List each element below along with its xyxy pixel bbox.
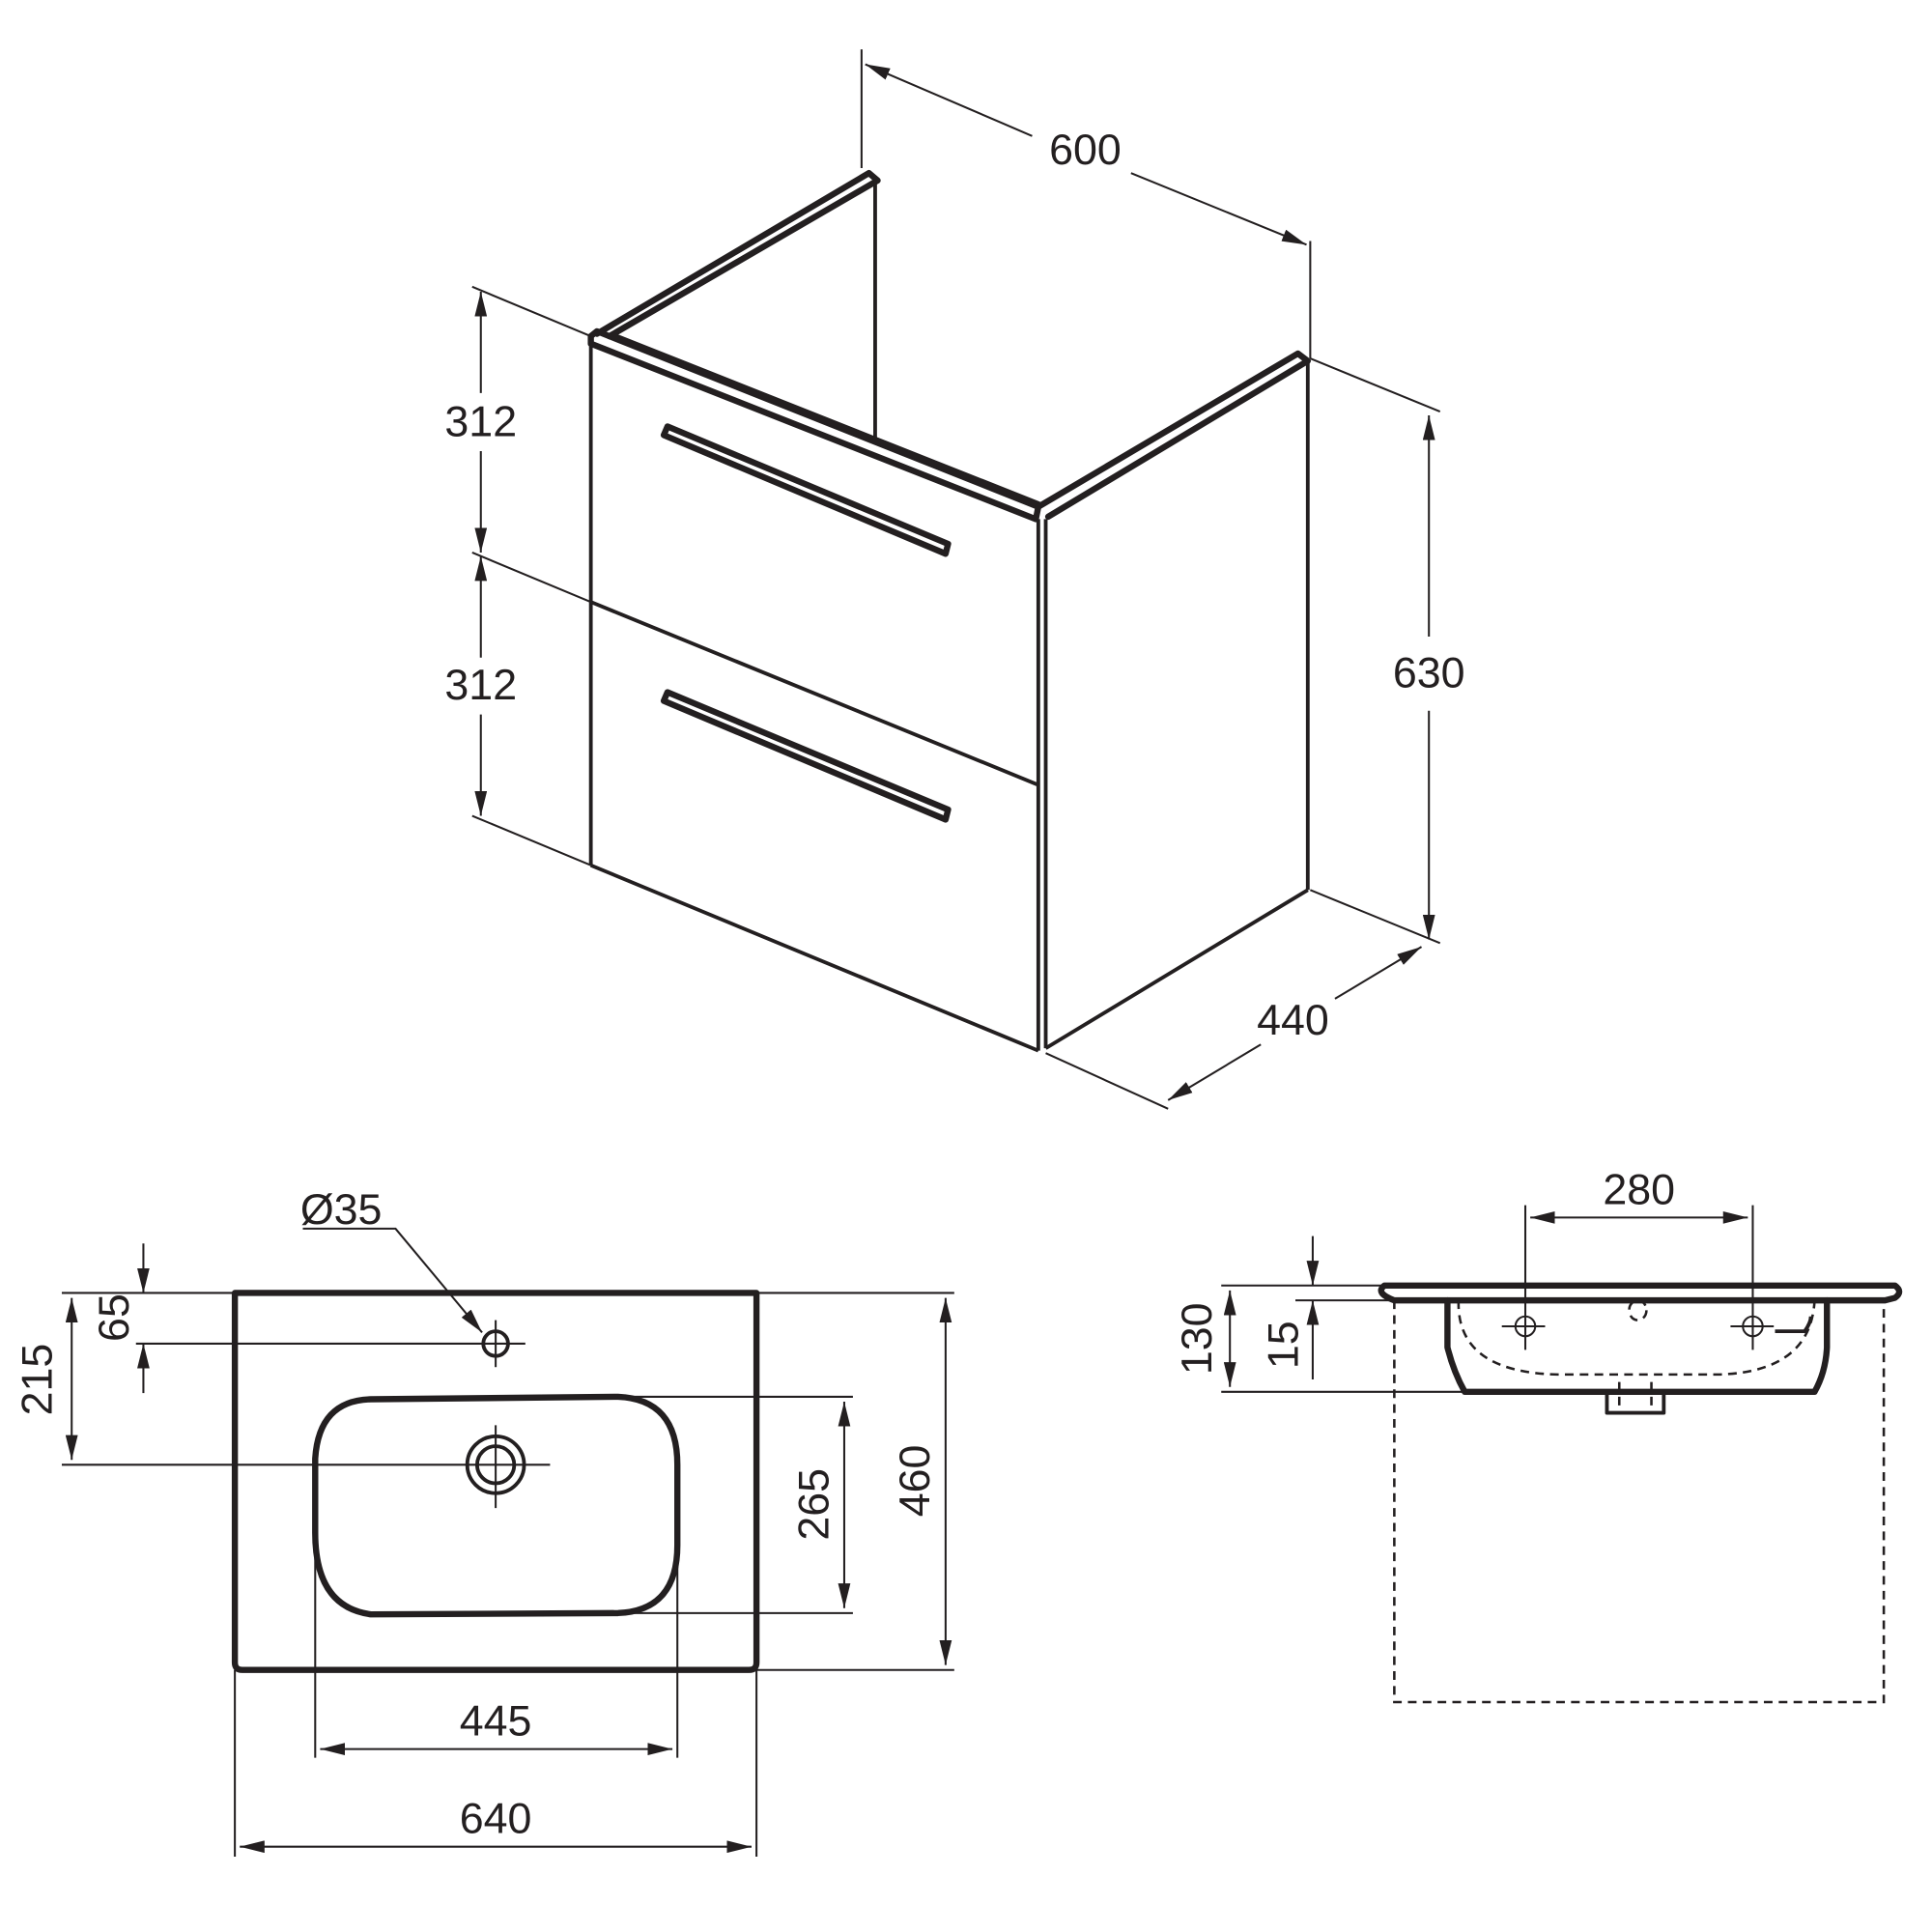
waste-offset-215-label: 215 — [14, 1344, 62, 1416]
overall-depth-460-label: 460 — [891, 1445, 939, 1518]
bowl-interior-hidden-line — [1457, 1300, 1816, 1377]
lower-drawer-handle — [660, 689, 952, 823]
basin-side-view-dimensions: 280 130 15 — [1173, 1165, 1754, 1393]
cabinet-outline-hidden — [1393, 1300, 1886, 1704]
depth-440-label: 440 — [1257, 996, 1329, 1044]
basin-rim — [1378, 1282, 1903, 1304]
basin-top-view-dimensions: Ø35 65 215 265 460 445 640 — [14, 1185, 954, 1857]
width-600-label: 600 — [1049, 126, 1122, 174]
height-630-label: 630 — [1393, 648, 1465, 696]
lower-drawer-312-label: 312 — [444, 661, 517, 709]
fixing-spacing-280-label: 280 — [1603, 1165, 1675, 1213]
basin-bowl — [312, 1393, 681, 1618]
tap-hole-offset-65-label: 65 — [90, 1293, 138, 1342]
waste-spigot — [1605, 1391, 1666, 1415]
basin-bowl-profile — [1444, 1296, 1831, 1396]
drawer-divider — [589, 600, 1039, 787]
cabinet-left-panel-top — [593, 169, 881, 340]
upper-drawer-handle — [660, 423, 952, 557]
cabinet-right-bottom-edge — [1044, 888, 1309, 1050]
rim-thickness-15-label: 15 — [1260, 1321, 1308, 1369]
bowl-depth-265-label: 265 — [789, 1468, 838, 1541]
tap-hole-diameter-label: Ø35 — [300, 1185, 383, 1234]
basin-top-view — [61, 1290, 760, 1673]
cabinet-dimensions: 600 312 312 630 440 — [444, 49, 1465, 1110]
cabinet-front-bottom-edge — [589, 863, 1039, 1053]
overflow-icon — [1628, 1298, 1648, 1321]
basin-outline — [231, 1290, 760, 1673]
overflow-channel — [1775, 1316, 1813, 1334]
vanity-cabinet-isometric — [587, 169, 1312, 1053]
bowl-width-445-label: 445 — [460, 1697, 532, 1746]
overall-width-640-label: 640 — [460, 1795, 532, 1843]
cabinet-right-panel-top — [1035, 350, 1312, 521]
overall-height-130-label: 130 — [1173, 1302, 1221, 1375]
basin-side-view — [1378, 1282, 1903, 1704]
upper-drawer-312-label: 312 — [444, 398, 517, 446]
